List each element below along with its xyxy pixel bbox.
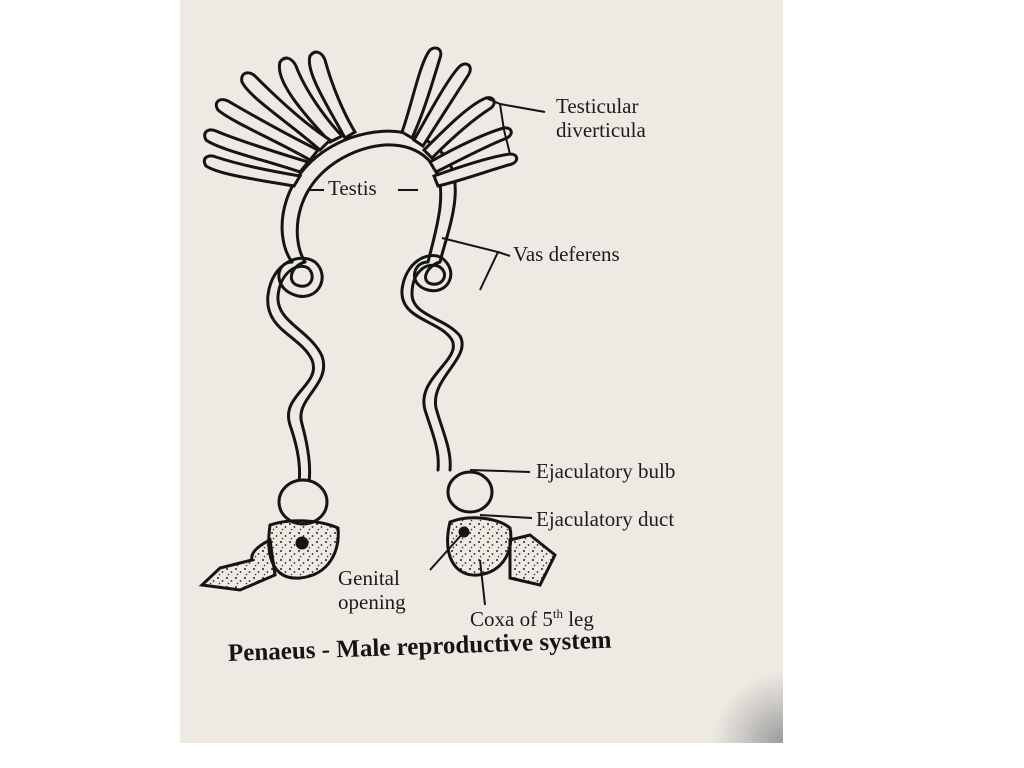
corner-shadow — [713, 673, 783, 743]
ejaculatory-bulb-left — [277, 478, 329, 526]
genital-opening-left — [295, 536, 309, 550]
diagram-photo: Testicular diverticula Testis Vas defere… — [180, 0, 783, 743]
label-genital-opening: Genital opening — [338, 566, 406, 614]
testis — [280, 129, 457, 264]
label-testicular-diverticula: Testicular diverticula — [556, 94, 646, 142]
label-ejaculatory-duct: Ejaculatory duct — [536, 507, 675, 531]
testicular-diverticula — [202, 46, 519, 188]
label-testis: Testis — [328, 176, 377, 200]
label-ejaculatory-bulb: Ejaculatory bulb — [536, 459, 676, 483]
vas-deferens-right — [400, 254, 464, 472]
leader-lines — [308, 97, 546, 606]
label-coxa-5th-leg: Coxa of 5th leg — [470, 606, 594, 631]
label-vas-deferens: Vas deferens — [513, 242, 620, 266]
ejaculatory-bulb-right — [446, 470, 494, 514]
reproductive-system-drawing — [180, 0, 783, 743]
coxa-left — [198, 519, 340, 592]
vas-deferens-left — [266, 256, 326, 490]
paper-texture — [180, 0, 783, 743]
